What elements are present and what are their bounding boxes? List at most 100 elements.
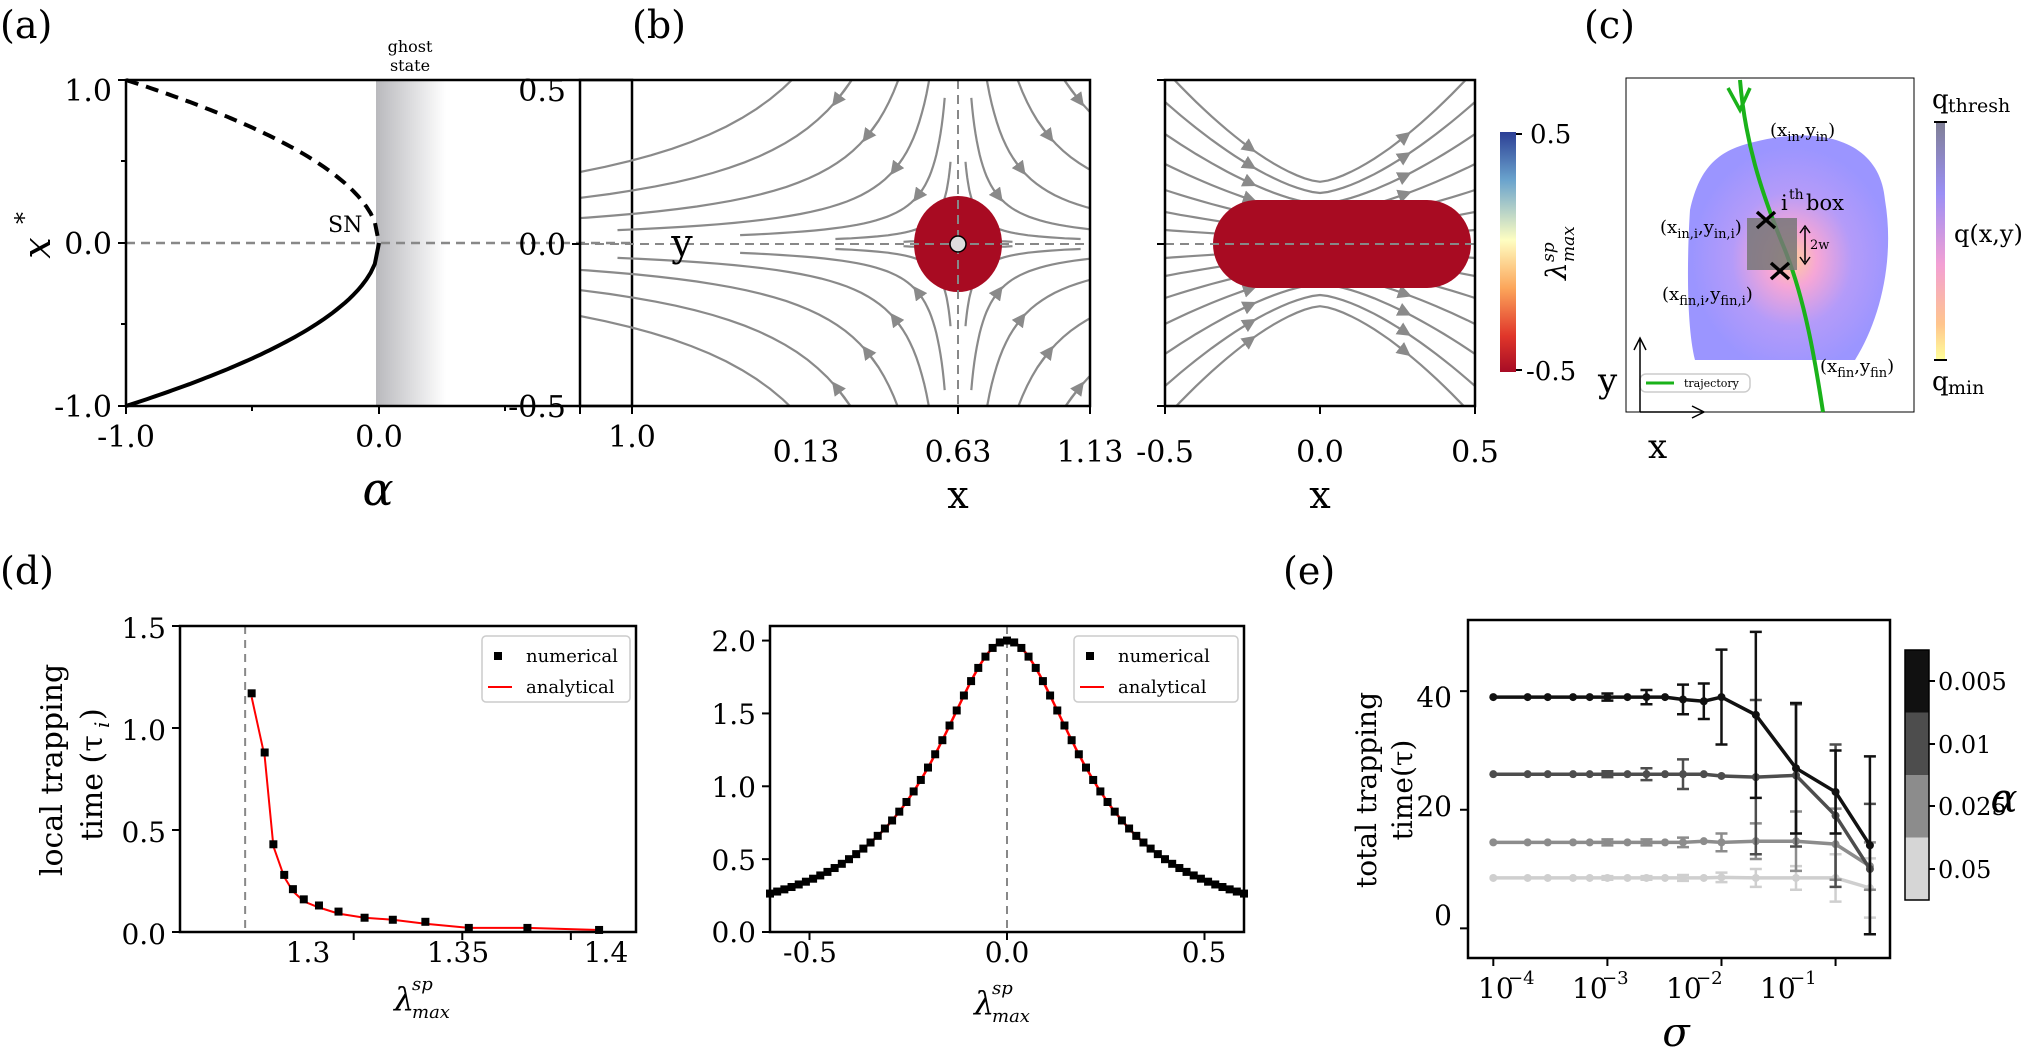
e-xlabel: σ bbox=[1662, 1010, 1691, 1056]
e-point bbox=[1642, 838, 1651, 847]
d-right-point bbox=[837, 859, 846, 868]
e-point bbox=[1679, 838, 1688, 847]
b-xtick-1: 0.63 bbox=[925, 435, 992, 470]
exit-cross-icon bbox=[1769, 261, 1791, 281]
e-point bbox=[1699, 697, 1708, 706]
e-xtick-2-exp: −2 bbox=[1696, 968, 1723, 989]
e-point bbox=[1623, 838, 1632, 847]
d-ylabel: local trapping time (τ i ) bbox=[35, 664, 114, 876]
d-right-point bbox=[1031, 663, 1040, 672]
c-box-sup: th bbox=[1789, 187, 1804, 203]
d-left-point bbox=[421, 917, 430, 926]
ghost-trapping-region bbox=[1213, 200, 1471, 288]
d-right-point bbox=[931, 750, 940, 759]
e-point bbox=[1603, 770, 1612, 779]
e-point bbox=[1751, 710, 1760, 719]
d-right-point bbox=[974, 663, 983, 672]
d-right-point bbox=[1204, 877, 1213, 886]
e-point bbox=[1717, 838, 1726, 847]
ghost-label-2: state bbox=[390, 56, 430, 75]
stream-arrow-b-right bbox=[1395, 152, 1412, 166]
d-right-point bbox=[1010, 638, 1019, 647]
d-right-point bbox=[1089, 775, 1098, 784]
panel-c: (c) 2w (xin,yin) (xin,i,yin,i) (xfin,i,y… bbox=[1584, 3, 2023, 467]
alpha-cbar-tick-0: 0.005 bbox=[1938, 668, 2007, 696]
a-ylabel-text: x bbox=[15, 237, 59, 258]
d-left-point bbox=[314, 901, 323, 910]
d-right-ytick-4: 0.0 bbox=[711, 916, 756, 949]
d-ylabel-2: time (τ bbox=[75, 735, 110, 841]
d-right-legend: numerical analytical bbox=[1073, 635, 1239, 703]
e-xtick-1-exp: −3 bbox=[1602, 968, 1629, 989]
d-right-point bbox=[809, 874, 818, 883]
d-right-point bbox=[988, 643, 997, 652]
d-right-point bbox=[859, 844, 868, 853]
e-point bbox=[1543, 838, 1552, 847]
e-point bbox=[1717, 771, 1726, 780]
stream-arrow-b-left bbox=[1036, 345, 1054, 368]
e-point bbox=[1661, 873, 1670, 882]
d-right-xlabel-sub: max bbox=[992, 1006, 1030, 1027]
lam-cbar-tick-0: 0.5 bbox=[1530, 120, 1571, 150]
d-right-point bbox=[1125, 824, 1134, 833]
c-legend-text: trajectory bbox=[1684, 377, 1740, 390]
e-point bbox=[1543, 873, 1552, 882]
e-xtick-1-base: 10 bbox=[1572, 972, 1608, 1005]
b-left-ylabel: y bbox=[670, 221, 693, 265]
streamline-b-left-11 bbox=[1016, 80, 1090, 171]
stream-arrow-b-right bbox=[1241, 190, 1257, 204]
e-point bbox=[1792, 873, 1801, 882]
d-right-point bbox=[888, 816, 897, 825]
saddle-point-marker bbox=[949, 235, 967, 253]
d-left-point bbox=[388, 915, 397, 924]
stream-arrow-b-right bbox=[1240, 335, 1256, 350]
panel-d: (d) local trapping time (τ i ) 1.3 1.35 … bbox=[0, 549, 1248, 1027]
e-point bbox=[1679, 770, 1688, 779]
b-right-plot bbox=[1165, 80, 1475, 406]
e-point bbox=[1489, 693, 1498, 702]
b-right-xtick-0: -0.5 bbox=[1136, 435, 1194, 470]
d-left-ytick-1: 1.0 bbox=[121, 714, 166, 747]
d-right-point bbox=[1168, 859, 1177, 868]
a-xtick-2: 1.0 bbox=[608, 420, 656, 455]
stream-arrow-b-right bbox=[1240, 155, 1257, 170]
d-right-point bbox=[895, 807, 904, 816]
e-xtick-2-base: 10 bbox=[1666, 972, 1702, 1005]
streamline-b-left-26 bbox=[580, 80, 854, 199]
stream-arrow-b-right bbox=[1241, 284, 1257, 298]
e-point bbox=[1699, 837, 1708, 846]
stream-arrow-b-left bbox=[913, 286, 928, 302]
e-point bbox=[1489, 838, 1498, 847]
d-right-point bbox=[1196, 874, 1205, 883]
d-left-point bbox=[280, 870, 289, 879]
d-right-point bbox=[1189, 871, 1198, 880]
b-right-xlabel: x bbox=[1309, 473, 1330, 517]
b-ytick-0: 0.5 bbox=[518, 74, 566, 109]
c-box-i: i bbox=[1781, 191, 1788, 215]
panel-c-label: (c) bbox=[1584, 3, 1635, 47]
d-right-point bbox=[1017, 643, 1026, 652]
e-point bbox=[1585, 873, 1594, 882]
e-point bbox=[1661, 838, 1670, 847]
e-point bbox=[1603, 838, 1612, 847]
d-right-point bbox=[1103, 797, 1112, 806]
streamline-b-left-19 bbox=[580, 289, 852, 406]
a-xtick-1: 0.0 bbox=[355, 420, 403, 455]
a-ytick-0: 1.0 bbox=[64, 74, 112, 109]
alpha-colorbar bbox=[1904, 649, 1930, 901]
streamline-b-left-10 bbox=[985, 80, 1090, 210]
d-right-xtick-0: -0.5 bbox=[783, 936, 837, 969]
alpha-cbar-tick-1: 0.01 bbox=[1938, 731, 1991, 759]
streamline-b-left-3 bbox=[986, 278, 1090, 406]
e-series-line-alpha-0.05 bbox=[1493, 875, 1871, 890]
d-right-point bbox=[1225, 885, 1234, 894]
b-left-xlabel: x bbox=[947, 473, 968, 517]
streamline-b-left-9 bbox=[970, 97, 1090, 231]
stream-arrow-b-left bbox=[862, 120, 880, 143]
unstable-branch bbox=[125, 78, 381, 244]
stream-arrow-b-right bbox=[1395, 303, 1412, 316]
d-right-point bbox=[981, 652, 990, 661]
lam-cbar-label-sup: sp bbox=[1539, 242, 1559, 262]
e-point bbox=[1585, 838, 1594, 847]
panel-b-label: (b) bbox=[632, 3, 686, 47]
